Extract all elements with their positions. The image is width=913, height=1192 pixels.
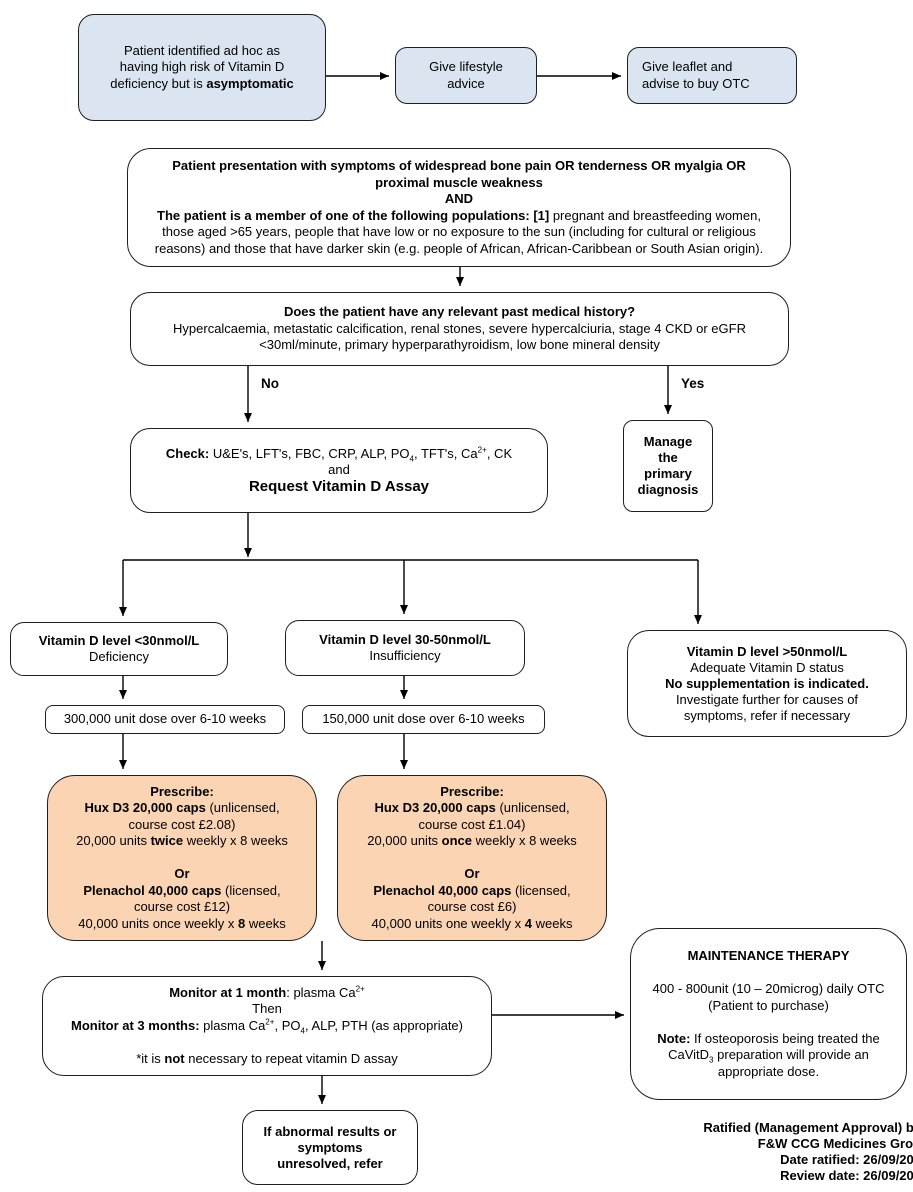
node-prescribe-insufficiency: Prescribe:Hux D3 20,000 caps (unlicensed… xyxy=(337,775,607,941)
node-check-bloods: Check: U&E's, LFT's, FBC, CRP, ALP, PO4,… xyxy=(130,428,548,513)
node-dose-150000: 150,000 unit dose over 6-10 weeks xyxy=(302,705,545,734)
edge-label-no: No xyxy=(261,376,279,391)
node-prescribe-deficiency: Prescribe:Hux D3 20,000 caps (unlicensed… xyxy=(47,775,317,941)
node-maintenance-therapy: MAINTENANCE THERAPY 400 - 800unit (10 – … xyxy=(630,928,907,1100)
node-dose-300000: 300,000 unit dose over 6-10 weeks xyxy=(45,705,285,734)
node-past-medical-history: Does the patient have any relevant past … xyxy=(130,292,789,366)
edge-label-yes: Yes xyxy=(681,376,705,391)
node-patient-presentation: Patient presentation with symptoms of wi… xyxy=(127,148,791,267)
